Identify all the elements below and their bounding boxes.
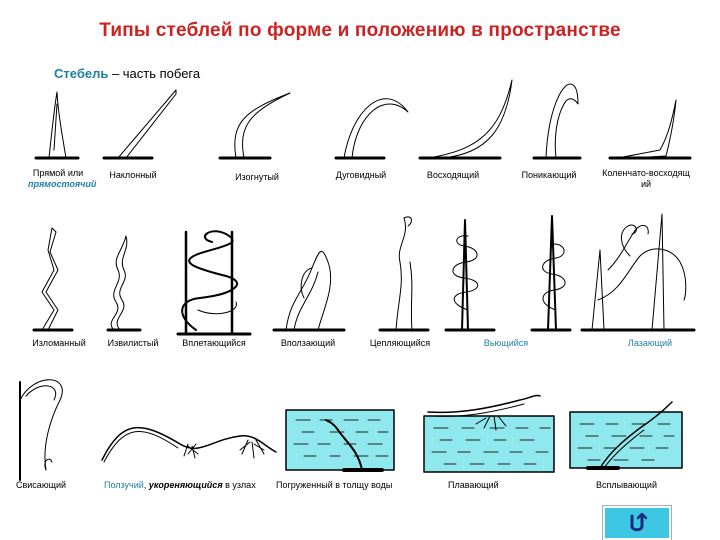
stem-arched-figure — [334, 98, 409, 160]
label-twining: Вьющийся — [483, 338, 529, 348]
label-inclined: Наклонный — [109, 170, 157, 180]
label-geniculate-line1: Коленчато-восходящ — [602, 168, 690, 178]
label-creeping-main: Ползучий — [104, 480, 144, 490]
label-arched: Дуговидный — [335, 170, 387, 180]
stem-sinuous-figure — [106, 235, 142, 332]
subtitle-rest: – часть побега — [108, 66, 201, 81]
stem-twining-figure — [444, 215, 572, 332]
stem-inclined-figure — [102, 89, 177, 160]
label-ascending: Восходящий — [426, 170, 480, 180]
stem-interwoven-figure — [176, 230, 252, 336]
label-curved: Изогнутый — [235, 172, 279, 182]
stem-geniculate-figure — [608, 99, 692, 160]
return-arrow-icon — [630, 512, 648, 532]
label-interwoven: Вплетающийся — [182, 338, 246, 348]
label-geniculate-line2: ий — [640, 179, 652, 189]
label-creeping: Ползучий, укореняющийся в узлах — [104, 480, 274, 491]
stem-creeping-up-figure — [272, 251, 346, 332]
stem-creeping-figure — [101, 426, 277, 463]
label-floating: Плавающий — [448, 480, 499, 490]
label-rooting-tail: в узлах — [222, 480, 256, 490]
page-title: Типы стеблей по форме и положению в прос… — [99, 20, 621, 41]
label-climbing: Лазающий — [627, 338, 673, 348]
stem-erect-figure — [34, 91, 80, 160]
label-drooping: Поникающий — [521, 170, 577, 180]
subtitle: Стебель – часть побега — [54, 66, 200, 81]
label-erect-line2: прямостоячий — [28, 179, 97, 189]
label-sinuous: Извилистый — [107, 338, 159, 348]
label-creeping-up: Вползающий — [280, 338, 336, 348]
label-rooting: укореняющийся — [148, 480, 223, 490]
stem-ascending-figure — [418, 79, 513, 160]
water-submerged-figure — [285, 409, 395, 472]
stem-climbing-figure — [580, 213, 696, 332]
stem-drooping-figure — [532, 83, 582, 160]
stem-clinging-figure — [378, 216, 430, 332]
stem-curved-figure — [218, 92, 291, 160]
subtitle-term: Стебель — [54, 66, 109, 81]
label-erect: Прямой или прямостоячий — [28, 168, 97, 190]
label-creeping-sep: , — [143, 480, 149, 490]
water-floating-figure — [423, 394, 555, 473]
return-button[interactable] — [603, 506, 671, 540]
stem-hanging-figure — [19, 379, 63, 481]
label-erect-line1: Прямой или — [32, 168, 84, 178]
label-emerging: Всплывающий — [596, 480, 657, 490]
label-geniculate: Коленчато-восходящ ий — [598, 168, 694, 190]
label-hanging: Свисающий — [16, 480, 67, 490]
label-clinging: Цепляющийся — [369, 338, 431, 348]
water-emerging-figure — [569, 401, 683, 470]
stem-broken-figure — [32, 227, 74, 332]
label-broken: Изломанный — [32, 338, 86, 348]
label-submerged: Погруженный в толщу воды — [276, 480, 393, 490]
